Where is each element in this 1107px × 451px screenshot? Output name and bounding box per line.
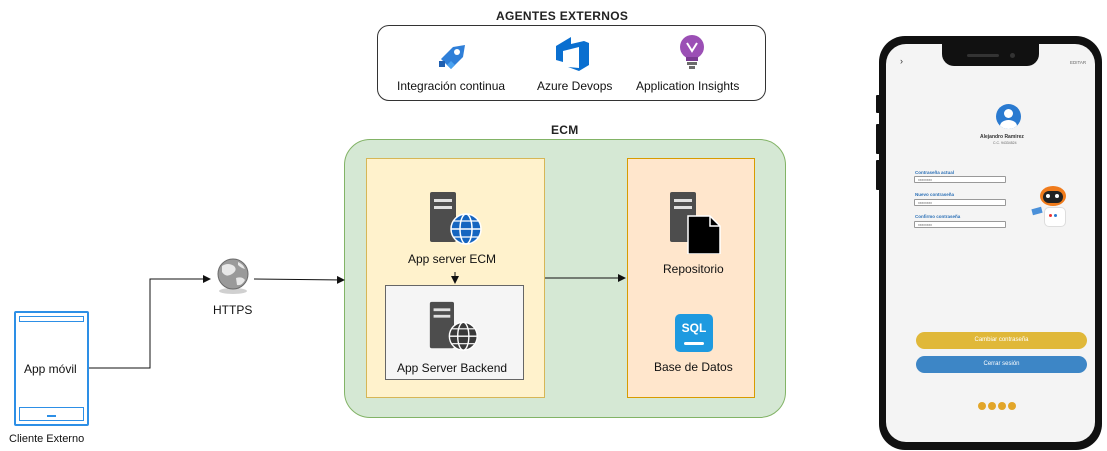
database-label: Base de Datos <box>654 360 733 374</box>
agent-label-azure-devops: Azure Devops <box>537 79 613 93</box>
lightbulb-icon <box>680 35 704 69</box>
sql-badge: SQL <box>681 321 707 335</box>
agent-label-app-insights: Application Insights <box>636 79 740 93</box>
user-id: C.C. 94334524 <box>993 141 1017 145</box>
pipelines-icon <box>439 45 465 69</box>
phone-side-button <box>876 124 880 154</box>
current-password-field[interactable]: xxxxxxxx <box>914 176 1006 183</box>
agents-title: AGENTES EXTERNOS <box>496 9 629 23</box>
phone-screen: › EDITAR Alejandro Ramirez C.C. 94334524… <box>886 44 1095 442</box>
app-server-label: App server ECM <box>408 252 497 266</box>
mascot-robot-image <box>1031 182 1072 228</box>
repository-label: Repositorio <box>663 262 724 276</box>
facebook-icon[interactable] <box>978 402 986 410</box>
client-caption: Cliente Externo <box>9 433 85 445</box>
azure-devops-icon <box>556 37 589 71</box>
twitter-icon[interactable] <box>998 402 1006 410</box>
back-chevron-icon[interactable]: › <box>900 56 903 66</box>
youtube-icon[interactable] <box>1008 402 1016 410</box>
social-links <box>978 402 1028 410</box>
confirm-password-label: Confirmo contraseña <box>915 214 961 219</box>
globe-icon <box>217 258 249 294</box>
file-server-icon <box>670 192 721 254</box>
change-password-button[interactable]: Cambiar contraseña <box>916 332 1087 349</box>
edit-link[interactable]: EDITAR <box>1070 60 1087 65</box>
phone-side-button <box>876 95 880 113</box>
web-server-icon <box>430 192 482 245</box>
backend-label: App Server Backend <box>397 361 508 375</box>
avatar <box>996 104 1021 129</box>
connector-https-to-ecm <box>253 275 345 284</box>
sql-database-icon: SQL <box>675 314 713 352</box>
instagram-icon[interactable] <box>988 402 996 410</box>
new-password-field[interactable]: xxxxxxxx <box>914 199 1006 206</box>
mobile-device-icon <box>14 311 89 426</box>
phone-mockup: › EDITAR Alejandro Ramirez C.C. 94334524… <box>879 36 1102 450</box>
agent-label-ci: Integración continua <box>397 79 506 93</box>
new-password-label: Nuevo contraseña <box>915 192 955 197</box>
mobile-app-label: App móvil <box>24 362 77 376</box>
https-label: HTTPS <box>213 303 253 317</box>
web-server-icon <box>429 301 478 351</box>
phone-side-button <box>876 160 880 190</box>
current-password-label: Contraseña actual <box>915 170 955 175</box>
phone-notch <box>942 44 1039 66</box>
confirm-password-field[interactable]: xxxxxxxx <box>914 221 1006 228</box>
logout-button[interactable]: Cerrar sesión <box>916 356 1087 373</box>
user-name: Alejandro Ramirez <box>980 134 1024 140</box>
connector-mobile-to-https <box>89 275 211 369</box>
ecm-title: ECM <box>551 123 579 137</box>
